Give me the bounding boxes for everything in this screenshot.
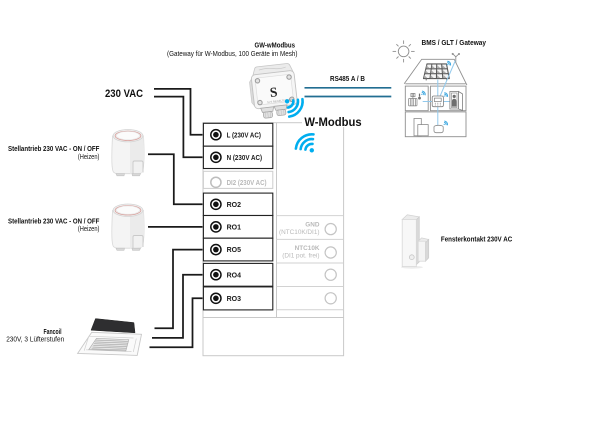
svg-text:RS485 A / B: RS485 A / B bbox=[330, 74, 365, 83]
svg-text:RO4: RO4 bbox=[227, 272, 242, 279]
svg-text:S+S REGELTECHNIK: S+S REGELTECHNIK bbox=[267, 97, 294, 104]
svg-text:Fensterkontakt 230V AC: Fensterkontakt 230V AC bbox=[441, 234, 513, 243]
svg-text:W-Modbus: W-Modbus bbox=[304, 115, 361, 129]
svg-text:BMS / GLT / Gateway: BMS / GLT / Gateway bbox=[422, 38, 487, 47]
svg-text:N (230V AC): N (230V AC) bbox=[227, 155, 263, 162]
svg-text:RO1: RO1 bbox=[227, 225, 242, 232]
svg-text:(Gateway für W-Modbus, 100 Ger: (Gateway für W-Modbus, 100 Geräte im Mes… bbox=[167, 51, 298, 58]
svg-text:(Heizen): (Heizen) bbox=[78, 154, 100, 161]
svg-text:DI2 (230V AC): DI2 (230V AC) bbox=[227, 180, 267, 187]
svg-text:RO3: RO3 bbox=[227, 296, 242, 303]
svg-text:S: S bbox=[269, 84, 278, 100]
svg-text:(NTC10K/DI1): (NTC10K/DI1) bbox=[279, 229, 319, 236]
svg-text:NTC10K: NTC10K bbox=[295, 245, 320, 252]
svg-text:230V, 3 Lüfterstufen: 230V, 3 Lüfterstufen bbox=[6, 337, 64, 344]
svg-text:GW-wModbus: GW-wModbus bbox=[255, 43, 296, 50]
svg-text:(Heizen): (Heizen) bbox=[78, 226, 100, 233]
svg-text:RO2: RO2 bbox=[227, 202, 242, 209]
svg-text:(DI1 pot. frei): (DI1 pot. frei) bbox=[282, 253, 319, 260]
svg-text:Stellantrieb 230 VAC - ON / OF: Stellantrieb 230 VAC - ON / OFF bbox=[8, 218, 100, 225]
svg-text:RO5: RO5 bbox=[227, 247, 242, 254]
svg-text:230 VAC: 230 VAC bbox=[105, 88, 143, 100]
svg-text:Stellantrieb 230 VAC - ON / OF: Stellantrieb 230 VAC - ON / OFF bbox=[8, 146, 100, 153]
svg-text:Fancoil: Fancoil bbox=[44, 329, 62, 336]
svg-text:GND: GND bbox=[305, 222, 320, 229]
svg-text:L (230V AC): L (230V AC) bbox=[227, 132, 261, 139]
